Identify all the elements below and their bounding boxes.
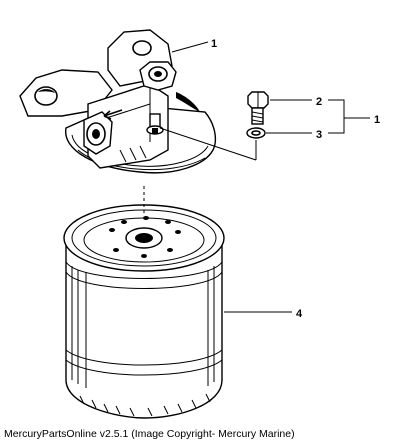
svg-text:1: 1: [374, 114, 380, 126]
callout-2: 2: [270, 96, 322, 108]
bolt: [247, 91, 269, 125]
washer: [246, 127, 266, 139]
image-caption: MercuryPartsOnline v2.5.1 (Image Copyrig…: [4, 428, 295, 440]
callout-4: 4: [224, 308, 303, 320]
callout-1-top: 1: [171, 38, 217, 53]
svg-text:3: 3: [316, 129, 322, 141]
svg-text:1: 1: [211, 38, 217, 50]
callout-bracket: 1: [328, 99, 380, 134]
callout-3: 3: [266, 129, 322, 141]
svg-text:2: 2: [316, 96, 322, 108]
svg-text:4: 4: [296, 308, 303, 320]
filter-adapter-head: [19, 29, 217, 174]
fuel-filter-canister: [63, 186, 225, 419]
